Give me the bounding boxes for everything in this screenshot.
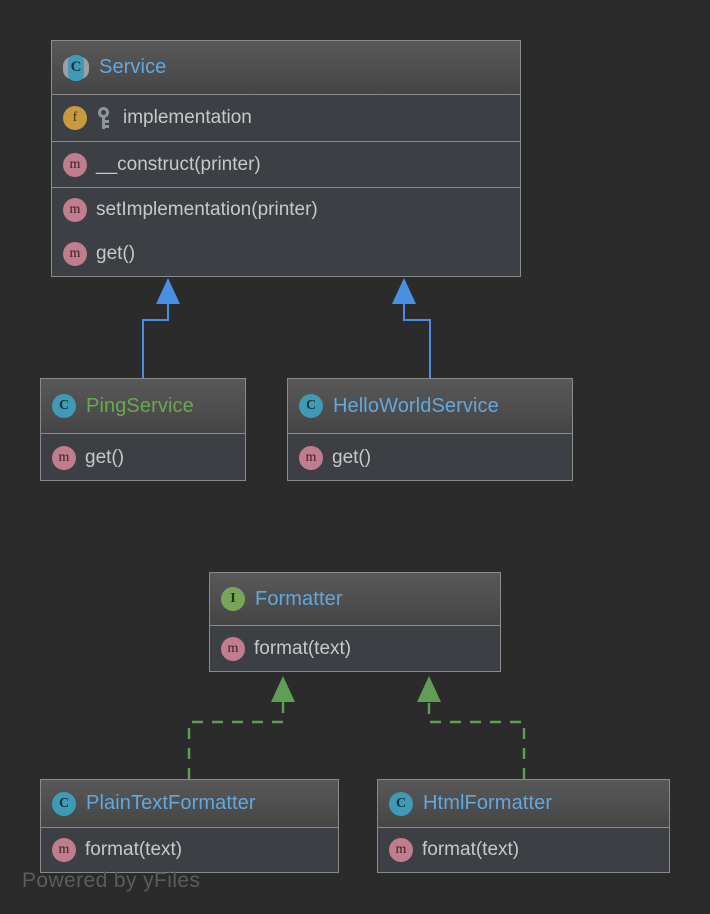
class-icon: C [389, 791, 413, 816]
class-icon: C [52, 394, 76, 418]
uml-member-row[interactable]: m format(text) [389, 828, 669, 872]
edge-realization-plaintextformatter-formatter [187, 676, 295, 779]
uml-node-title: PlainTextFormatter [86, 792, 256, 814]
method-icon: m [299, 445, 323, 470]
uml-constructor-compartment: m __construct(printer) [52, 141, 520, 187]
uml-operations-compartment: m get() [41, 434, 245, 481]
uml-operations-compartment: m format(text) [210, 626, 500, 671]
uml-member-label: format(text) [254, 638, 352, 659]
method-icon: m [52, 445, 76, 470]
uml-operations-compartment: m get() [288, 434, 572, 481]
uml-member-label: get() [96, 243, 136, 264]
class-icon: C [299, 394, 323, 418]
uml-node-header: C Service [52, 41, 520, 95]
edge-realization-htmlformatter-formatter [417, 676, 526, 779]
uml-member-row[interactable]: m get() [63, 232, 520, 276]
uml-member-row[interactable]: f implementation [63, 95, 520, 141]
uml-node-title: HtmlFormatter [423, 792, 553, 814]
method-icon: m [63, 242, 87, 266]
yfiles-watermark: Powered by yFiles [22, 869, 201, 892]
uml-node-title: PingService [86, 394, 194, 417]
method-icon: m [63, 152, 87, 177]
edge-inheritance-helloworldservice-service [392, 278, 431, 378]
uml-operations-compartment: m format(text) [41, 828, 338, 872]
uml-node-service[interactable]: C Service f implementation m __construct… [51, 40, 521, 277]
uml-member-label: get() [332, 446, 372, 468]
class-icon: C [52, 791, 76, 816]
uml-node-plaintextformatter[interactable]: C PlainTextFormatter m format(text) [40, 779, 339, 873]
method-icon: m [389, 838, 413, 862]
uml-member-row[interactable]: m setImplementation(printer) [63, 188, 520, 232]
uml-node-title: Formatter [255, 587, 343, 610]
uml-operations-compartment: m format(text) [378, 828, 669, 872]
uml-member-label: implementation [123, 107, 252, 128]
method-icon: m [221, 637, 245, 661]
field-icon: f [63, 106, 87, 130]
uml-member-label: get() [85, 446, 125, 468]
uml-attributes-compartment: f implementation [52, 95, 520, 141]
uml-member-label: format(text) [85, 839, 183, 860]
uml-member-row[interactable]: m format(text) [52, 828, 338, 872]
uml-node-helloworldservice[interactable]: C HelloWorldService m get() [287, 378, 573, 481]
key-icon [97, 107, 114, 129]
uml-node-title: Service [99, 56, 167, 78]
uml-node-header: C HtmlFormatter [378, 780, 669, 828]
uml-member-row[interactable]: m format(text) [221, 626, 500, 671]
uml-member-row[interactable]: m get() [299, 435, 572, 481]
uml-node-header: C PingService [41, 379, 245, 434]
uml-member-row[interactable]: m __construct(printer) [63, 142, 520, 187]
edge-inheritance-pingservice-service [142, 278, 180, 378]
uml-node-header: I Formatter [210, 573, 500, 626]
uml-node-pingservice[interactable]: C PingService m get() [40, 378, 246, 481]
uml-member-row[interactable]: m get() [52, 435, 245, 481]
uml-node-header: C PlainTextFormatter [41, 780, 338, 828]
method-icon: m [63, 198, 87, 222]
uml-node-title: HelloWorldService [333, 394, 499, 417]
uml-member-label: __construct(printer) [96, 153, 261, 175]
uml-node-formatter[interactable]: I Formatter m format(text) [209, 572, 501, 672]
uml-member-label: setImplementation(printer) [96, 199, 318, 220]
uml-node-htmlformatter[interactable]: C HtmlFormatter m format(text) [377, 779, 670, 873]
class-icon: C [63, 54, 89, 81]
interface-icon: I [221, 587, 245, 611]
uml-member-label: format(text) [422, 839, 520, 860]
uml-operations-compartment: m setImplementation(printer) m get() [52, 187, 520, 276]
uml-node-header: C HelloWorldService [288, 379, 572, 434]
method-icon: m [52, 838, 76, 862]
